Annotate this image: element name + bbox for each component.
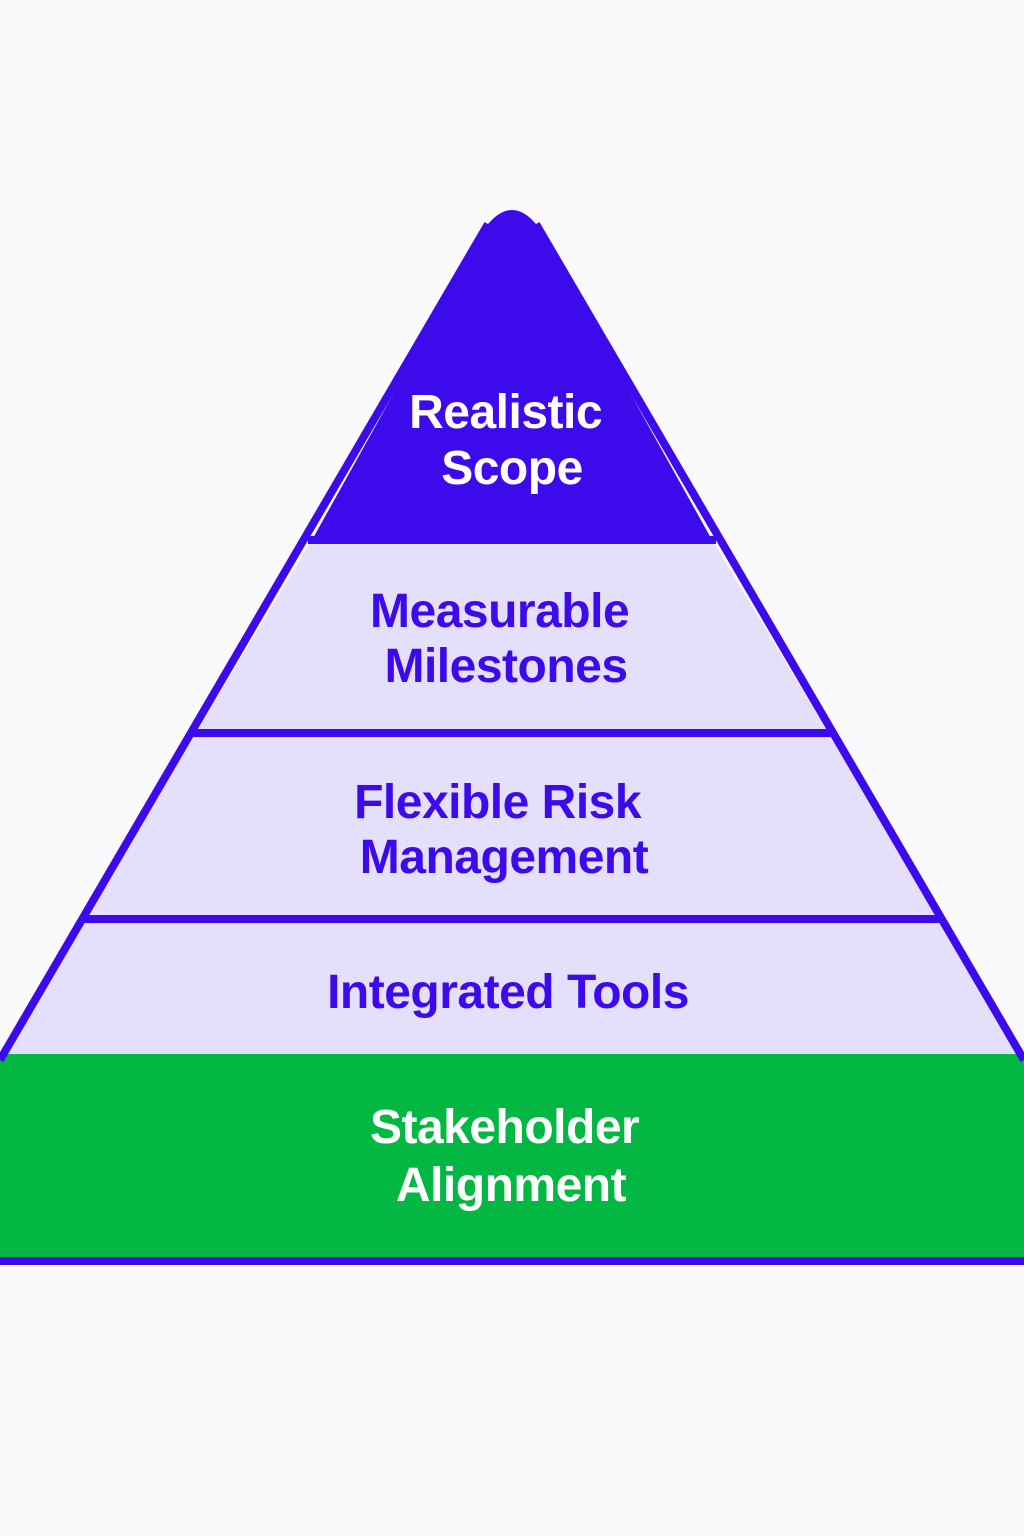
tier-realistic-scope — [312, 210, 712, 540]
tier-stakeholder-alignment — [0, 1054, 1024, 1258]
label-line: Scope — [441, 442, 583, 495]
tier-label-realistic-scope: Realistic Scope — [409, 386, 615, 495]
tier-flexible-risk-management — [84, 733, 940, 919]
label-line: Milestones — [384, 640, 627, 693]
tier-label-measurable-milestones: Measurable Milestones — [370, 585, 642, 693]
tier-measurable-milestones — [196, 540, 828, 733]
tier-label-integrated-tools: Integrated Tools — [327, 966, 689, 1019]
tier-label-stakeholder-alignment: Stakeholder Alignment — [370, 1101, 652, 1212]
label-line: Measurable — [370, 585, 629, 638]
label-line: Flexible Risk — [354, 776, 642, 829]
tier-integrated-tools — [0, 919, 1024, 1058]
label-line: Stakeholder — [370, 1101, 639, 1154]
label-line: Integrated Tools — [327, 966, 689, 1019]
label-line: Alignment — [396, 1159, 627, 1212]
tier-label-flexible-risk-management: Flexible Risk Management — [354, 776, 654, 884]
label-line: Realistic — [409, 386, 602, 439]
label-line: Management — [360, 831, 649, 884]
